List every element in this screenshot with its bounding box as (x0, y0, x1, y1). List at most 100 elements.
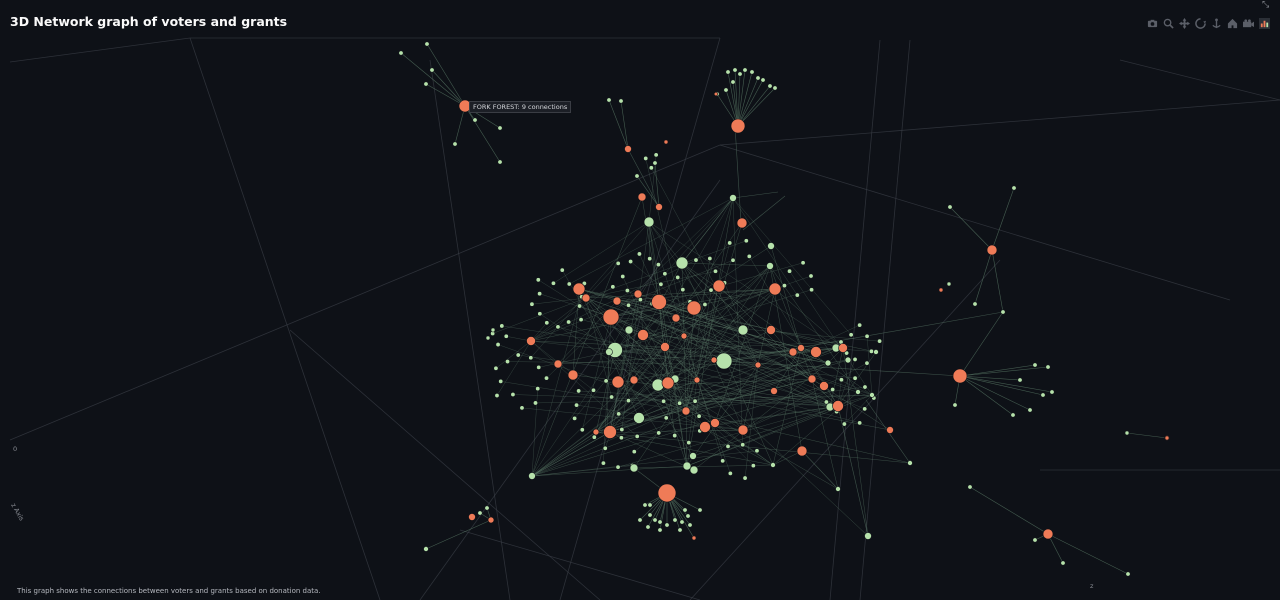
voter-node[interactable] (742, 475, 748, 481)
voter-node[interactable] (967, 484, 973, 490)
voter-node[interactable] (662, 271, 668, 277)
voter-node[interactable] (1032, 537, 1038, 543)
voter-node[interactable] (730, 79, 736, 85)
voter-node[interactable] (647, 502, 653, 508)
voter-node[interactable] (727, 470, 733, 476)
voter-node[interactable] (1027, 407, 1033, 413)
grant-node[interactable] (810, 346, 822, 358)
grant-node[interactable] (637, 329, 649, 341)
voter-node[interactable] (544, 320, 550, 326)
voter-node[interactable] (737, 324, 749, 336)
voter-node[interactable] (685, 513, 691, 519)
voter-node[interactable] (907, 460, 913, 466)
voter-node[interactable] (633, 412, 645, 424)
voter-node[interactable] (452, 141, 458, 147)
voter-node[interactable] (620, 273, 626, 279)
voter-node[interactable] (781, 283, 787, 289)
grant-node[interactable] (633, 289, 643, 299)
camera-icon[interactable] (1146, 18, 1158, 30)
voter-node[interactable] (730, 257, 736, 263)
voter-node[interactable] (841, 421, 847, 427)
grant-node[interactable] (468, 513, 476, 521)
grant-node[interactable] (629, 375, 639, 385)
voter-node[interactable] (946, 281, 952, 287)
grant-node[interactable] (637, 192, 647, 202)
grant-node[interactable] (797, 344, 805, 352)
voter-node[interactable] (1017, 377, 1023, 383)
voter-node[interactable] (550, 280, 556, 286)
grant-node[interactable] (671, 313, 681, 323)
voter-node[interactable] (578, 317, 584, 323)
voter-node[interactable] (505, 359, 511, 365)
grant-node[interactable] (693, 376, 701, 384)
grant-node[interactable] (710, 418, 720, 428)
voter-node[interactable] (737, 71, 743, 77)
orbit-icon[interactable] (1194, 18, 1206, 30)
voter-node[interactable] (824, 359, 832, 367)
logo-icon[interactable] (1258, 18, 1270, 30)
voter-node[interactable] (606, 97, 612, 103)
voter-node[interactable] (844, 356, 852, 364)
voter-node[interactable] (498, 378, 504, 384)
voter-node[interactable] (680, 287, 686, 293)
voter-node[interactable] (732, 67, 738, 73)
voter-node[interactable] (484, 505, 490, 511)
voter-node[interactable] (643, 155, 649, 161)
voter-node[interactable] (637, 517, 643, 523)
voter-node[interactable] (749, 69, 755, 75)
voter-node[interactable] (652, 517, 658, 523)
voter-node[interactable] (636, 251, 642, 257)
grant-node[interactable] (592, 428, 600, 436)
grant-node[interactable] (572, 282, 586, 296)
voter-node[interactable] (624, 325, 634, 335)
voter-node[interactable] (600, 460, 606, 466)
grant-node[interactable] (681, 406, 691, 416)
grant-node[interactable] (796, 445, 808, 457)
voter-node[interactable] (712, 268, 718, 274)
grant-node[interactable] (553, 359, 563, 369)
grant-node[interactable] (886, 426, 894, 434)
voter-node[interactable] (794, 292, 800, 298)
voter-node[interactable] (494, 393, 500, 399)
grant-node[interactable] (526, 336, 536, 346)
voter-node[interactable] (873, 349, 879, 355)
voter-node[interactable] (755, 75, 761, 81)
voter-node[interactable] (572, 415, 578, 421)
voter-node[interactable] (628, 259, 634, 265)
voter-node[interactable] (663, 415, 669, 421)
camera-reset-icon[interactable] (1242, 18, 1254, 30)
voter-node[interactable] (692, 398, 698, 404)
voter-node[interactable] (634, 173, 640, 179)
grant-node[interactable] (602, 308, 620, 326)
grant-node[interactable] (651, 294, 667, 310)
voter-node[interactable] (864, 532, 872, 540)
voter-node[interactable] (655, 262, 661, 268)
fullscreen-icon[interactable]: ⤡ (1262, 0, 1270, 10)
voter-node[interactable] (618, 435, 624, 441)
voter-node[interactable] (686, 440, 692, 446)
voter-node[interactable] (579, 427, 585, 433)
voter-node[interactable] (682, 507, 688, 513)
voter-node[interactable] (770, 462, 776, 468)
grant-node[interactable] (699, 421, 711, 433)
voter-node[interactable] (702, 302, 708, 308)
voter-node[interactable] (835, 486, 841, 492)
grant-node[interactable] (680, 332, 688, 340)
voter-node[interactable] (653, 152, 659, 158)
voter-node[interactable] (647, 256, 653, 262)
voter-node[interactable] (1040, 392, 1046, 398)
voter-node[interactable] (767, 242, 775, 250)
grant-node[interactable] (603, 425, 617, 439)
voter-node[interactable] (696, 413, 702, 419)
voter-node[interactable] (535, 277, 541, 283)
grant-node[interactable] (691, 535, 697, 541)
grant-node[interactable] (710, 356, 718, 364)
voter-node[interactable] (499, 323, 505, 329)
voter-node[interactable] (823, 399, 829, 405)
voter-node[interactable] (616, 411, 622, 417)
voter-node[interactable] (429, 67, 435, 73)
grant-node[interactable] (986, 244, 998, 256)
voter-node[interactable] (497, 159, 503, 165)
voter-node[interactable] (493, 365, 499, 371)
voter-node[interactable] (864, 360, 870, 366)
